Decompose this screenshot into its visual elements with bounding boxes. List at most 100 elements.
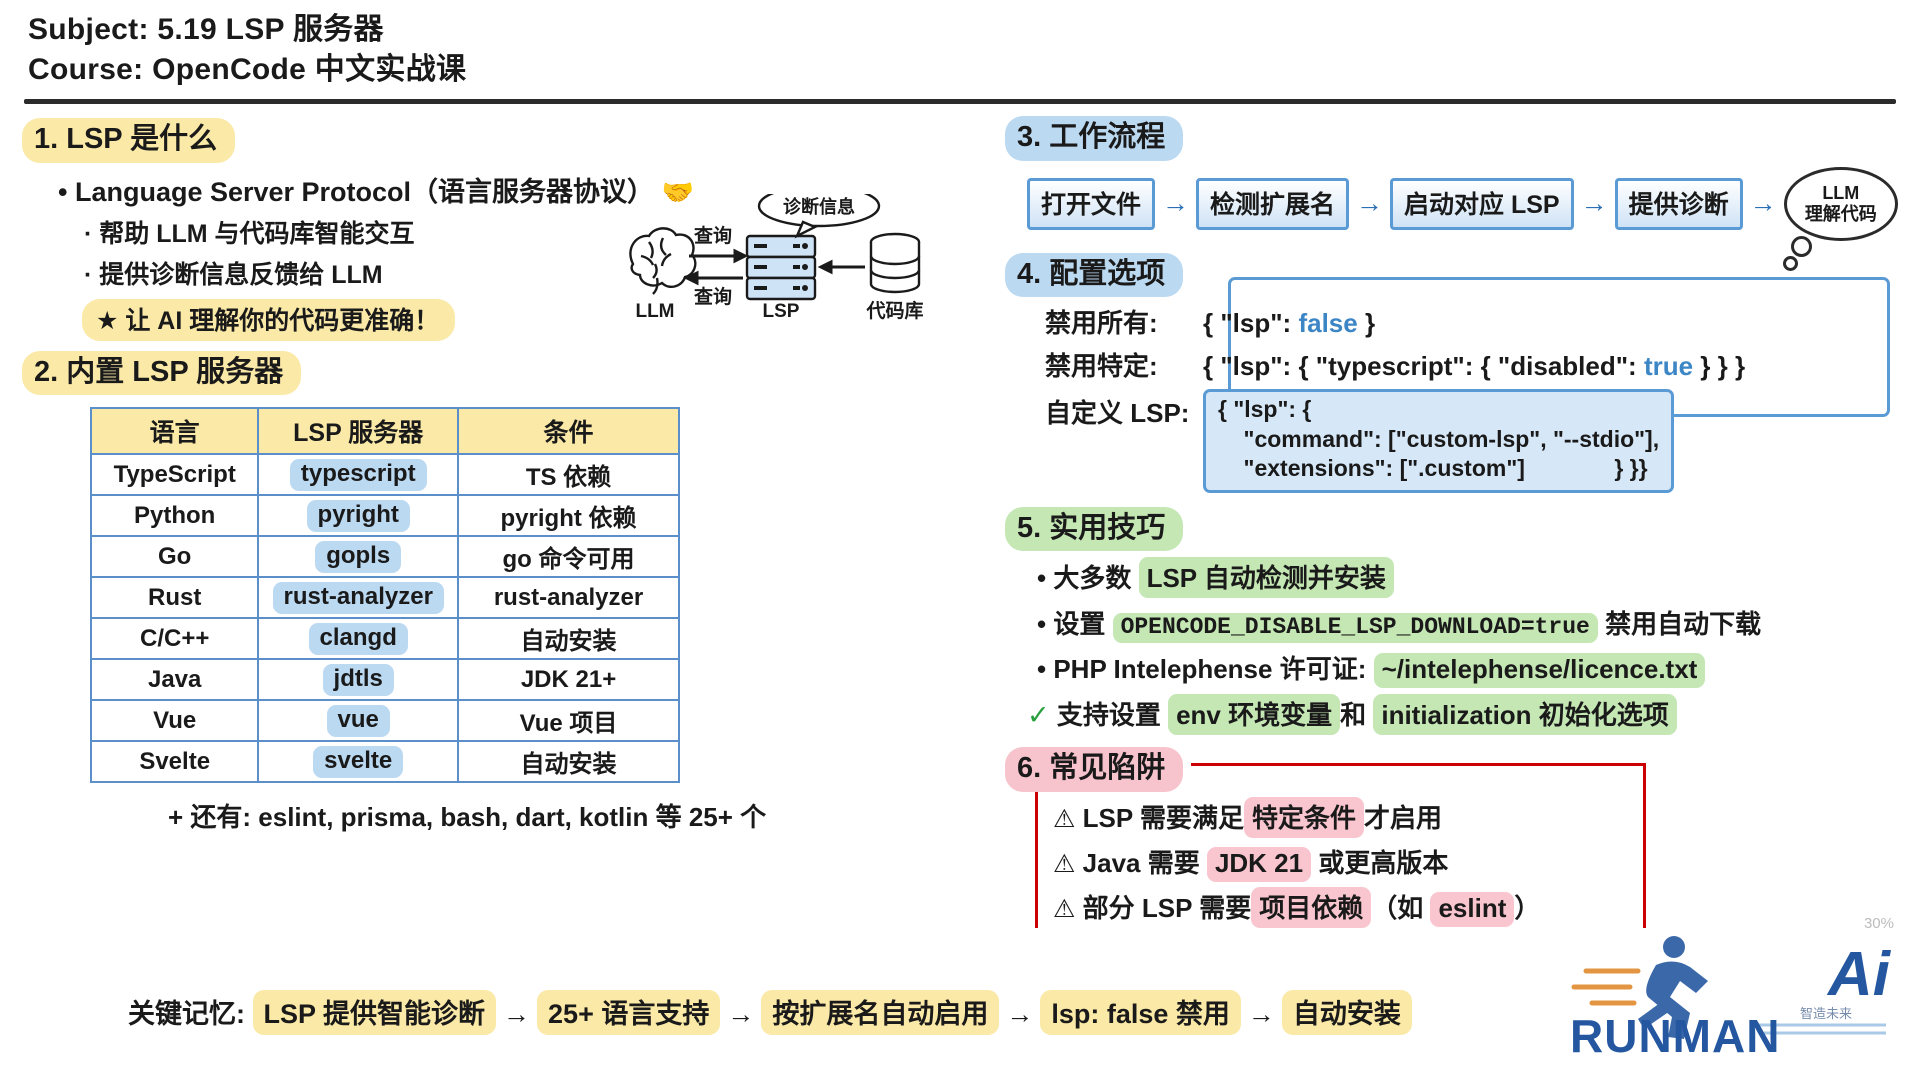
warning-icon: ⚠ — [1053, 804, 1076, 833]
pitfall-2-pre: Java 需要 — [1075, 847, 1207, 878]
pitfall-1-pre: LSP 需要满足 — [1075, 802, 1244, 833]
cell-server: svelte — [257, 740, 460, 784]
key-arrow-icon: → — [1247, 999, 1275, 1029]
cell-condition: TS 依赖 — [457, 453, 680, 497]
server-chip: pyright — [306, 499, 410, 532]
watermark-subtitle: 智造未来 — [1799, 1006, 1852, 1021]
section-6-title: 6. 常见陷阱 — [1005, 747, 1184, 792]
warning-icon: ⚠ — [1053, 894, 1076, 923]
flow-step-1: 打开文件 — [1027, 177, 1156, 230]
watermark: Ai 智造未来 RUNMAN 30% — [1568, 915, 1898, 1065]
section-6: 6. 常见陷阱 ⚠ LSP 需要满足特定条件才启用 ⚠ Java 需要 JDK … — [1005, 747, 1898, 929]
cell-language: Vue — [89, 699, 260, 743]
key-arrow-icon: → — [1006, 999, 1034, 1029]
flow-step-4: 提供诊断 — [1614, 177, 1743, 230]
key-memory-line: 关键记忆: LSP 提供智能诊断→25+ 语言支持→按扩展名自动启用→lsp: … — [128, 990, 1412, 1035]
section-4: 4. 配置选项 禁用所有:{ "lsp": false } 禁用特定:{ "ls… — [1005, 252, 1898, 493]
cell-condition: rust-analyzer — [457, 576, 680, 620]
server-chip: jdtls — [322, 663, 394, 696]
diagram-bubble-label: 诊断信息 — [783, 196, 855, 217]
tip-1-pre: • 大多数 — [1037, 563, 1139, 594]
table-row: Svelte svelte 自动安装 — [89, 740, 680, 784]
tip-3-pre: • PHP Intelephense 许可证: — [1037, 654, 1374, 685]
cell-condition: go 命令可用 — [457, 535, 680, 579]
key-item-2: 25+ 语言支持 — [537, 990, 721, 1035]
tip-1: • 大多数 LSP 自动检测并安装 — [1037, 557, 1898, 599]
flow-arrow-icon: → — [1580, 188, 1608, 219]
table-footnote: + 还有: eslint, prisma, bash, dart, kotlin… — [168, 802, 767, 833]
cell-language: Svelte — [89, 740, 260, 784]
cell-server: jdtls — [257, 658, 460, 702]
tip-4-mid: 和 — [1340, 700, 1374, 731]
bullet-main-text: • Language Server Protocol（语言服务器协议） — [58, 176, 655, 207]
pitfall-1: ⚠ LSP 需要满足特定条件才启用 — [1053, 796, 1898, 838]
cell-language: Python — [89, 494, 260, 538]
llm-lsp-diagram: LLM LSP — [597, 184, 947, 389]
diagram-arrow-top-label: 查询 — [693, 224, 732, 247]
table-row: Vue vue Vue 项目 — [89, 699, 680, 743]
cell-server: pyright — [257, 494, 460, 538]
pitfall-3-pre: 部分 LSP 需要 — [1075, 892, 1252, 923]
pitfall-rule-right — [1643, 763, 1646, 929]
cell-server: gopls — [257, 535, 460, 579]
watermark-percent: 30% — [1863, 915, 1894, 932]
server-chip: rust-analyzer — [272, 581, 444, 614]
cell-language: Java — [89, 658, 260, 702]
pitfall-2-post: 或更高版本 — [1311, 847, 1449, 878]
server-chip: svelte — [313, 745, 404, 778]
tip-2-pre: • 设置 — [1037, 609, 1113, 640]
tip-3-path: ~/intelephense/licence.txt — [1373, 653, 1706, 689]
pitfall-2-highlight: JDK 21 — [1206, 846, 1312, 882]
key-item-4: lsp: false 禁用 — [1040, 990, 1241, 1035]
server-chip: vue — [326, 704, 390, 737]
tip-3: • PHP Intelephense 许可证: ~/intelephense/l… — [1037, 649, 1898, 689]
flow-arrow-icon: → — [1356, 188, 1384, 219]
tip-4-pre: 支持设置 — [1049, 700, 1169, 731]
header-divider — [24, 99, 1896, 105]
key-item-3: 按扩展名自动启用 — [761, 990, 1000, 1035]
pitfall-3-highlight-2: eslint — [1430, 891, 1515, 927]
cell-server: typescript — [257, 453, 460, 497]
table-row: C/C++ clangd 自动安装 — [89, 617, 680, 661]
diagram-repo-label: 代码库 — [865, 299, 923, 322]
config-row-disable-specific: 禁用特定:{ "lsp": { "typescript": { "disable… — [1045, 346, 1898, 383]
cell-language: Go — [89, 535, 260, 579]
section-3: 3. 工作流程 打开文件 → 检测扩展名 → 启动对应 LSP → 提供诊断 →… — [1005, 116, 1898, 271]
tip-1-highlight: LSP 自动检测并安装 — [1138, 557, 1394, 599]
diagram-svg: LLM LSP — [629, 184, 924, 322]
key-arrow-icon: → — [727, 999, 755, 1029]
cloud-line-2: 理解代码 — [1804, 203, 1877, 224]
right-column: 3. 工作流程 打开文件 → 检测扩展名 → 启动对应 LSP → 提供诊断 →… — [1005, 116, 1898, 929]
key-item-1: LSP 提供智能诊断 — [252, 990, 497, 1035]
config-json-post: } — [1357, 308, 1376, 339]
json-line-3: "extensions": [".custom"] } }} — [1218, 455, 1648, 482]
section-1-sub-2: · 提供诊断信息反馈给 LLM — [84, 260, 383, 289]
pitfall-2: ⚠ Java 需要 JDK 21 或更高版本 — [1053, 843, 1898, 882]
config-json-post: } } } — [1693, 351, 1746, 382]
section-1-star-note: ★ 让 AI 理解你的代码更准确！ — [82, 298, 456, 341]
watermark-brand-text: RUNMAN — [1570, 1010, 1781, 1062]
content-columns: 1. LSP 是什么 • Language Server Protocol（语言… — [0, 104, 1920, 929]
lsp-server-icon — [745, 234, 817, 301]
diagram-arrows — [683, 248, 865, 286]
tip-4: ✓ 支持设置 env 环境变量和 initialization 初始化选项 — [1027, 694, 1898, 736]
cell-server: vue — [257, 699, 460, 743]
config-label-custom: 自定义 LSP: — [1045, 398, 1190, 429]
section-3-title: 3. 工作流程 — [1005, 116, 1184, 161]
diagram-llm-label: LLM — [635, 301, 674, 322]
config-row-disable-all: 禁用所有:{ "lsp": false } — [1045, 303, 1898, 340]
flow-step-2: 检测扩展名 — [1196, 177, 1350, 230]
table-row: TypeScript typescript TS 依赖 — [89, 453, 680, 497]
cell-language: TypeScript — [89, 453, 260, 497]
workflow-flow: 打开文件 → 检测扩展名 → 启动对应 LSP → 提供诊断 → LLM 理解代… — [1027, 166, 1898, 271]
key-item-5: 自动安装 — [1281, 990, 1412, 1035]
config-json-pre: { "lsp": { "typescript": { "disabled": — [1203, 351, 1644, 382]
pitfall-3-post: ） — [1514, 892, 1541, 923]
tip-4-highlight-1: env 环境变量 — [1168, 694, 1341, 736]
server-chip: typescript — [289, 458, 427, 491]
section-2-title: 2. 内置 LSP 服务器 — [22, 350, 302, 396]
pitfall-1-post: 才启用 — [1363, 802, 1442, 833]
table-row: Java jdtls JDK 21+ — [89, 658, 680, 702]
section-5: 5. 实用技巧 • 大多数 LSP 自动检测并安装 • 设置 OPENCODE_… — [1005, 506, 1898, 736]
